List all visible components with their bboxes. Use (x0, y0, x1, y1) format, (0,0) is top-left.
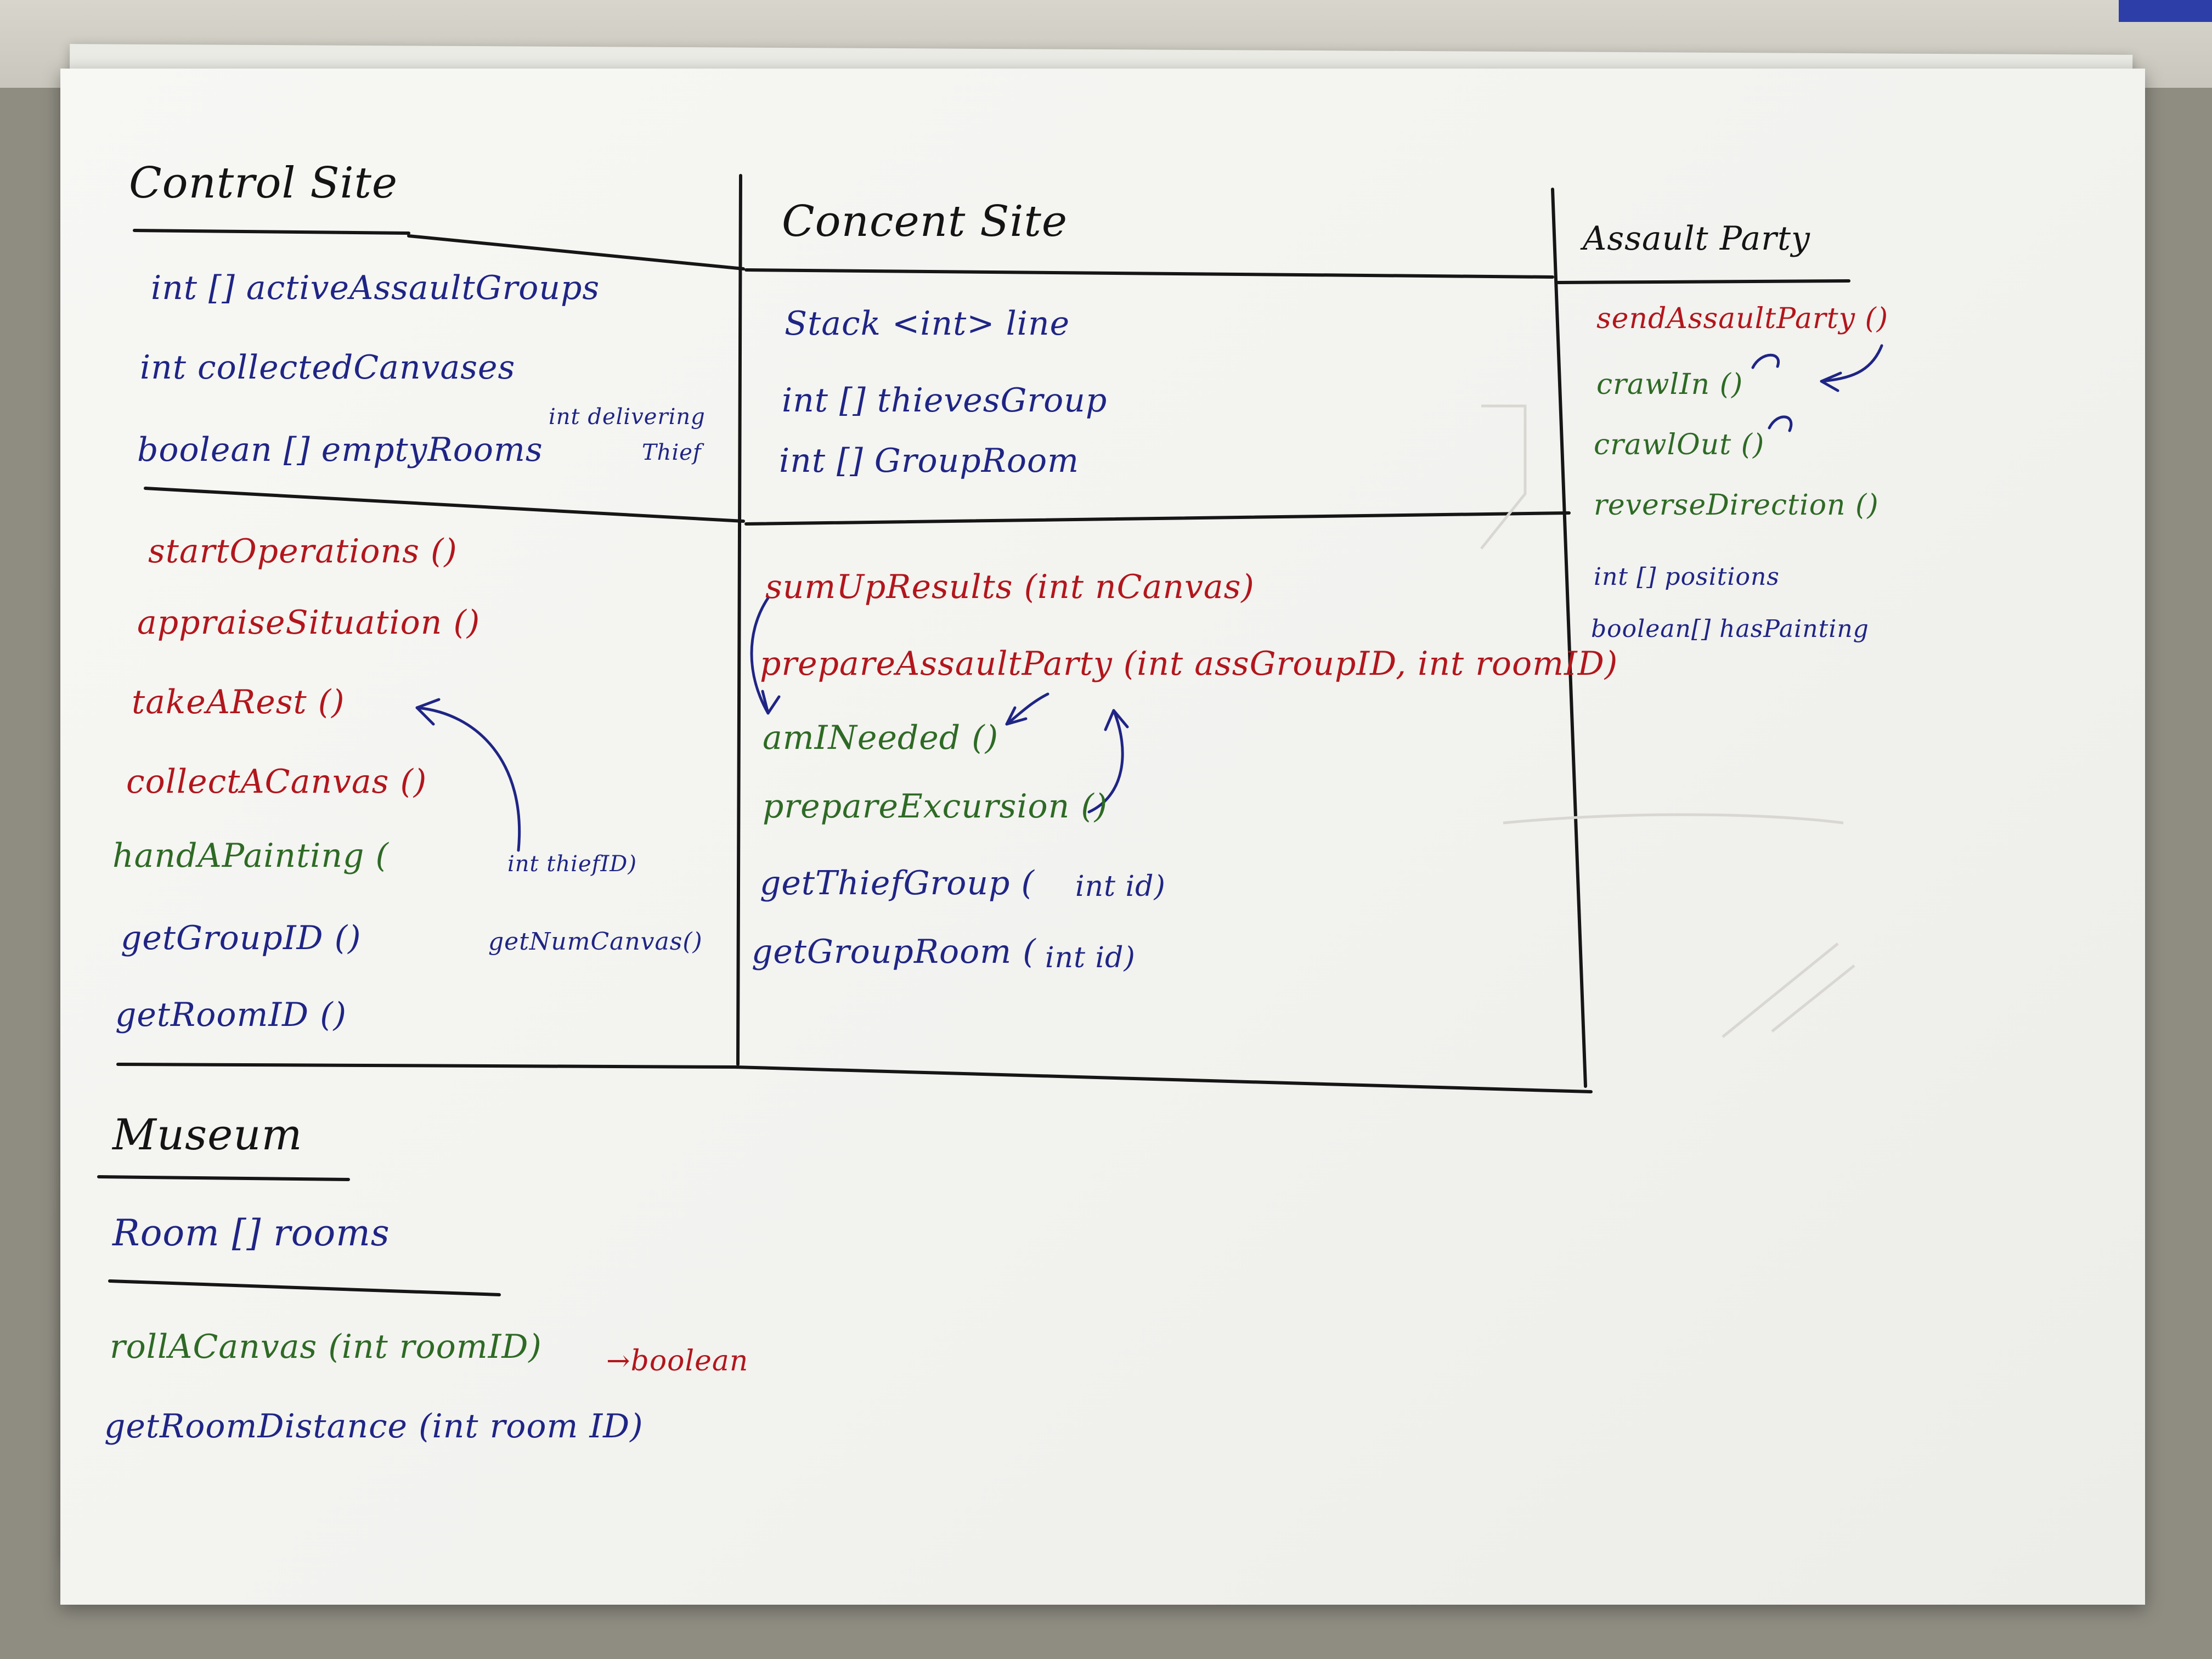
control-site-param: int thiefID) (507, 851, 637, 877)
assault-party-method: reverseDirection () (1594, 489, 1879, 522)
assault-party-title: Assault Party (1583, 219, 1810, 258)
control-site-attribute: boolean [] emptyRooms (137, 431, 543, 469)
control-site-method: getGroupID () (121, 919, 362, 957)
museum-attribute: Room [] rooms (112, 1212, 390, 1254)
concentration-site-param: int id) (1045, 941, 1136, 974)
blue-tape (2119, 0, 2212, 22)
control-site-method: startOperations () (148, 532, 458, 571)
control-site-attribute: int [] activeAssaultGroups (151, 269, 600, 307)
concentration-site-param: int id) (1075, 870, 1166, 903)
concentration-site-method: getThiefGroup ( (760, 864, 1035, 902)
control-site-side-note: Thief (642, 440, 702, 465)
control-site-method: collectACanvas () (126, 763, 427, 801)
assault-party-method: crawlOut () (1594, 428, 1765, 461)
control-site-method: getNumCanvas() (488, 928, 703, 956)
control-site-side-note: int delivering (549, 404, 706, 430)
concentration-site-method: getGroupRoom ( (752, 933, 1036, 971)
assault-party-method: crawlIn () (1596, 368, 1743, 401)
control-site-method: handAPainting ( (112, 837, 389, 875)
concentration-site-method: prepareExcursion () (763, 787, 1108, 826)
concentration-site-method: sumUpResults (int nCanvas) (765, 568, 1255, 606)
control-site-title: Control Site (129, 159, 398, 208)
concentration-site-attribute: int [] thievesGroup (782, 381, 1108, 420)
museum-return-note: →boolean (606, 1345, 749, 1378)
concentration-site-method: prepareAssaultParty (int assGroupID, int… (760, 645, 1618, 683)
paper-sheet (60, 69, 2145, 1605)
concentration-site-method: amINeeded () (763, 719, 999, 757)
assault-party-method: sendAssaultParty () (1596, 302, 1889, 335)
museum-title: Museum (112, 1110, 303, 1160)
control-site-method: getRoomID () (115, 996, 347, 1034)
control-site-attribute: int collectedCanvases (140, 348, 516, 387)
assault-party-attribute: boolean[] hasPainting (1591, 615, 1869, 643)
concentration-site-attribute: Stack <int> line (785, 304, 1070, 343)
assault-party-attribute: int [] positions (1594, 563, 1780, 591)
control-site-method: takeARest () (132, 683, 345, 721)
control-site-method: appraiseSituation () (137, 603, 481, 642)
museum-method: getRoomDistance (int room ID) (104, 1407, 644, 1446)
concentration-site-attribute: int [] GroupRoom (779, 442, 1080, 480)
concentration-site-title: Concent Site (782, 197, 1068, 246)
museum-method: rollACanvas (int roomID) (110, 1328, 542, 1366)
